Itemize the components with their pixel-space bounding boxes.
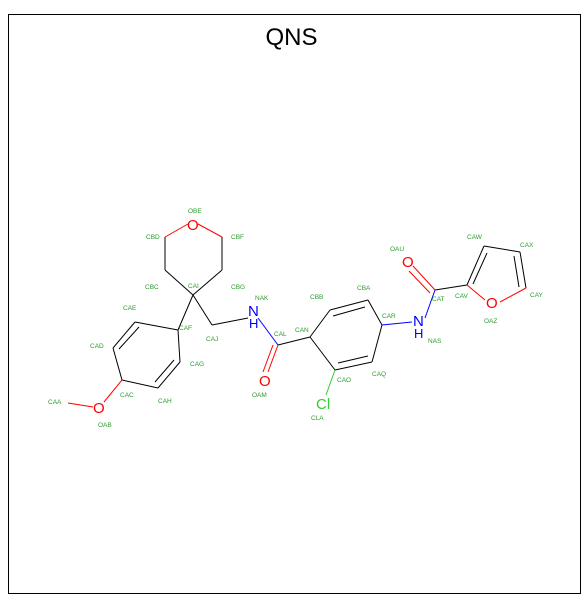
molecule-title: QNS: [265, 24, 318, 51]
atom-label: CBF: [231, 234, 244, 241]
bond: [334, 361, 373, 371]
bond: [192, 294, 213, 326]
atom-label: CAH: [158, 398, 172, 405]
atom-label: CAT: [432, 296, 445, 303]
atom-label: OAZ: [484, 318, 497, 325]
bond: [67, 402, 94, 408]
bond: [197, 223, 223, 238]
bond: [424, 289, 436, 319]
atom-label: CAG: [190, 361, 204, 368]
oxygen-symbol: O: [187, 217, 199, 234]
atom-label: CLA: [311, 415, 324, 422]
bond: [164, 223, 189, 238]
bond: [112, 347, 123, 381]
bond: [192, 269, 223, 296]
atom-label: CAW: [467, 234, 483, 241]
atom-label: NAS: [428, 338, 442, 345]
atom-label: CAD: [90, 343, 104, 350]
bond: [466, 245, 485, 286]
bond: [267, 344, 279, 373]
bond: [499, 287, 527, 303]
bond: [154, 359, 175, 383]
atom-label: CAV: [455, 293, 469, 300]
bond: [472, 252, 488, 285]
bond: [164, 269, 194, 296]
atom-label: CAC: [120, 392, 134, 399]
atom-label: CAA: [48, 399, 62, 406]
oxygen-symbol: O: [259, 373, 271, 390]
bond: [309, 309, 331, 338]
atom-label: CBG: [231, 284, 245, 291]
bond: [309, 336, 336, 371]
bond: [177, 294, 194, 331]
bond: [262, 344, 274, 373]
bond: [483, 245, 521, 253]
oxygen-symbol: O: [93, 400, 105, 417]
atom-label: CBD: [146, 234, 160, 241]
bond: [434, 284, 468, 291]
nitrogen-symbol: N: [248, 303, 259, 320]
atom-label: CBB: [310, 294, 323, 301]
bond: [337, 355, 369, 364]
bond: [103, 379, 123, 403]
bonds: [67, 223, 527, 408]
bond: [408, 270, 431, 294]
atom-label: OAB: [98, 422, 112, 429]
atom-label: CAE: [123, 305, 137, 312]
atom-label: CAL: [274, 331, 287, 338]
bond: [513, 255, 520, 288]
bond: [211, 317, 249, 326]
bond: [325, 369, 336, 396]
atom-labels: OBE CBD CBF CBC CAI CBG NAK CAE CAF CAJ …: [48, 208, 544, 429]
bond: [277, 336, 311, 346]
atom-label: NAK: [255, 295, 269, 302]
oxygen-symbol: O: [486, 295, 498, 312]
bond: [257, 317, 279, 346]
element-symbols: O N H O O Cl N H O O: [93, 217, 498, 417]
atom-label: OAM: [252, 392, 267, 399]
bond: [519, 251, 527, 289]
bond: [121, 379, 159, 389]
atom-label: CBA: [357, 285, 371, 292]
atom-label: CAF: [179, 325, 192, 332]
atom-label: OAU: [390, 246, 404, 253]
bond: [134, 321, 179, 331]
atom-label: CAX: [520, 242, 534, 249]
bond: [112, 321, 136, 349]
atom-label: CAR: [382, 313, 396, 320]
nitrogen-symbol: N: [413, 313, 424, 330]
atom-label: CBC: [145, 284, 159, 291]
oxygen-symbol: O: [402, 254, 414, 271]
bond: [412, 265, 436, 291]
bond: [371, 324, 383, 363]
hydrogen-symbol: H: [249, 316, 258, 331]
bond: [367, 299, 383, 326]
bond: [329, 299, 369, 311]
bond: [157, 361, 181, 389]
atom-label: CAN: [295, 327, 309, 334]
bond: [332, 306, 366, 317]
atom-label: OBE: [188, 208, 202, 215]
bond: [118, 326, 140, 350]
atom-label: CAQ: [372, 371, 386, 378]
chlorine-symbol: Cl: [316, 396, 330, 413]
atom-label: CAO: [337, 377, 351, 384]
atom-label: CAY: [530, 292, 544, 299]
hydrogen-symbol: H: [414, 326, 423, 341]
bond: [177, 329, 181, 363]
diagram-frame: [8, 14, 581, 594]
atom-label: CAJ: [206, 336, 218, 343]
bond: [466, 284, 486, 301]
atom-label: CAI: [188, 283, 199, 290]
bond: [381, 321, 413, 326]
